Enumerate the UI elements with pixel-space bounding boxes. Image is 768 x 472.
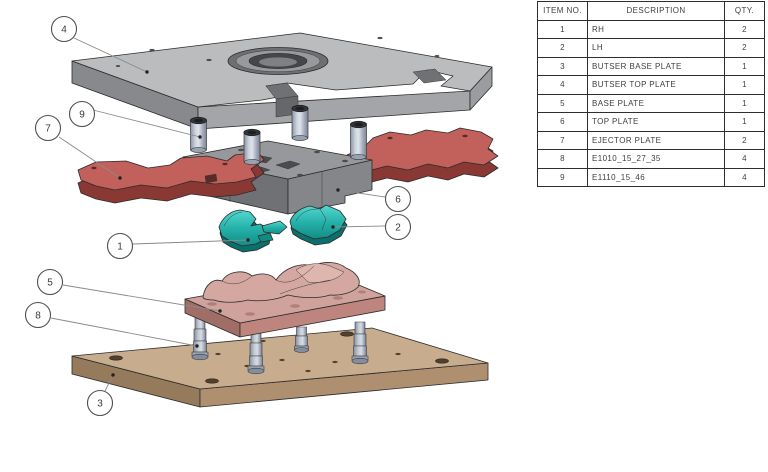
bom-cell-item: 1 [537, 19, 588, 39]
bom-row-6: 6 TOP PLATE 1 [537, 112, 765, 132]
bom-cell-description: BUTSER BASE PLATE [587, 56, 725, 76]
balloon-4-label: 4 [61, 25, 67, 36]
bom-cell-description: EJECTOR PLATE [587, 130, 725, 150]
bom-cell-description: LH [587, 38, 725, 58]
ejector-pin-3 [295, 327, 309, 353]
bom-row-7: 7 EJECTOR PLATE 2 [537, 130, 765, 150]
balloon-5-label: 5 [47, 278, 53, 289]
balloon-7: 7 [36, 116, 61, 141]
bom-cell-description: BUTSER TOP PLATE [587, 75, 725, 95]
bom-header-item: ITEM NO. [537, 1, 588, 21]
balloon-9-label: 9 [79, 110, 85, 121]
bom-header-qty: QTY. [724, 1, 765, 21]
ejector-plate-right [347, 128, 498, 183]
balloon-4: 4 [52, 17, 77, 42]
ejector-pin-4 [352, 322, 368, 364]
bom-table: ITEM NO. DESCRIPTION QTY. 1 RH 2 2 LH 2 … [537, 1, 765, 187]
molded-part-rh [219, 210, 271, 252]
molded-part-mid [258, 221, 287, 242]
bom-row-8: 8 E1010_15_27_35 4 [537, 149, 765, 169]
bom-cell-qty: 2 [724, 19, 765, 39]
butser-top-plate [72, 33, 492, 129]
balloon-2-label: 2 [395, 223, 401, 234]
guide-bushing-3 [292, 105, 308, 140]
bom-cell-qty: 1 [724, 56, 765, 76]
balloon-6: 6 [386, 187, 411, 212]
bom-header-description: DESCRIPTION [587, 1, 725, 21]
bom-cell-description: BASE PLATE [587, 93, 725, 113]
bom-cell-qty: 4 [724, 149, 765, 169]
molded-part-lh [290, 205, 347, 245]
guide-bushing-2 [244, 129, 260, 164]
balloon-3-label: 3 [97, 399, 103, 410]
bom-cell-item: 8 [537, 149, 588, 169]
bom-row-1: 1 RH 2 [537, 19, 765, 39]
bom-header-row: ITEM NO. DESCRIPTION QTY. [537, 1, 765, 21]
bom-cell-qty: 1 [724, 93, 765, 113]
bom-cell-description: E1110_15_46 [587, 167, 725, 187]
bom-row-5: 5 BASE PLATE 1 [537, 93, 765, 113]
balloon-8: 8 [26, 303, 51, 328]
ejector-plate-left [78, 152, 264, 203]
bom-cell-item: 5 [537, 93, 588, 113]
guide-bushing-1 [191, 117, 207, 152]
bom-cell-description: E1010_15_27_35 [587, 149, 725, 169]
balloon-7-label: 7 [45, 124, 51, 135]
bom-cell-item: 4 [537, 75, 588, 95]
bom-cell-item: 7 [537, 130, 588, 150]
bom-cell-qty: 1 [724, 112, 765, 132]
balloon-8-label: 8 [35, 311, 41, 322]
base-plate-core [185, 262, 385, 337]
balloon-1: 1 [108, 234, 133, 259]
bom-cell-description: RH [587, 19, 725, 39]
exploded-view-diagram: 4 9 7 6 2 1 5 8 3 [0, 0, 537, 472]
bom-cell-item: 6 [537, 112, 588, 132]
balloon-1-label: 1 [117, 242, 123, 253]
leader-lines [51, 38, 385, 391]
bom-cell-item: 3 [537, 56, 588, 76]
bom-row-2: 2 LH 2 [537, 38, 765, 58]
balloon-9: 9 [70, 102, 95, 127]
bom-cell-qty: 2 [724, 130, 765, 150]
balloon-3: 3 [88, 391, 113, 416]
butser-base-plate [72, 328, 488, 407]
ejector-pin-1 [192, 317, 208, 360]
bom-cell-description: TOP PLATE [587, 112, 725, 132]
bom-row-9: 9 E1110_15_46 4 [537, 167, 765, 187]
balloon-2: 2 [386, 215, 411, 240]
ejector-pin-2 [248, 330, 264, 374]
bom-cell-item: 2 [537, 38, 588, 58]
bom-row-3: 3 BUTSER BASE PLATE 1 [537, 56, 765, 76]
balloon-6-label: 6 [395, 195, 401, 206]
balloon-5: 5 [38, 270, 63, 295]
bom-cell-qty: 4 [724, 167, 765, 187]
bom-row-4: 4 BUTSER TOP PLATE 1 [537, 75, 765, 95]
bom-cell-qty: 1 [724, 75, 765, 95]
bom-cell-qty: 2 [724, 38, 765, 58]
bom-cell-item: 9 [537, 167, 588, 187]
guide-bushing-4 [351, 121, 367, 159]
